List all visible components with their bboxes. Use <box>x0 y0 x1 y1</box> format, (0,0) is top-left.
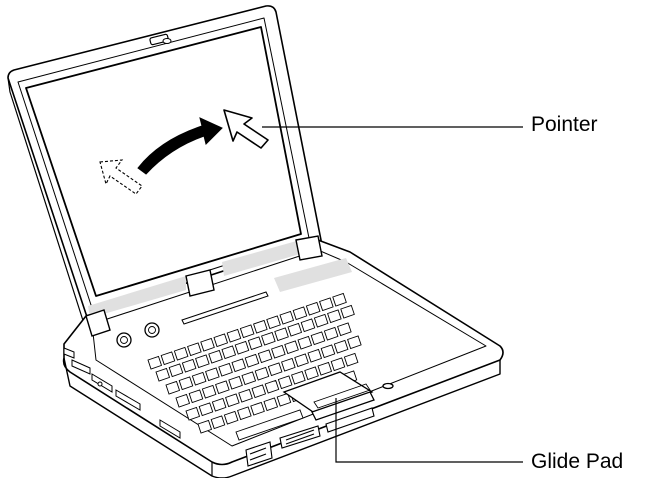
glide-pad-label: Glide Pad <box>531 451 623 472</box>
pointer-label: Pointer <box>531 114 598 135</box>
